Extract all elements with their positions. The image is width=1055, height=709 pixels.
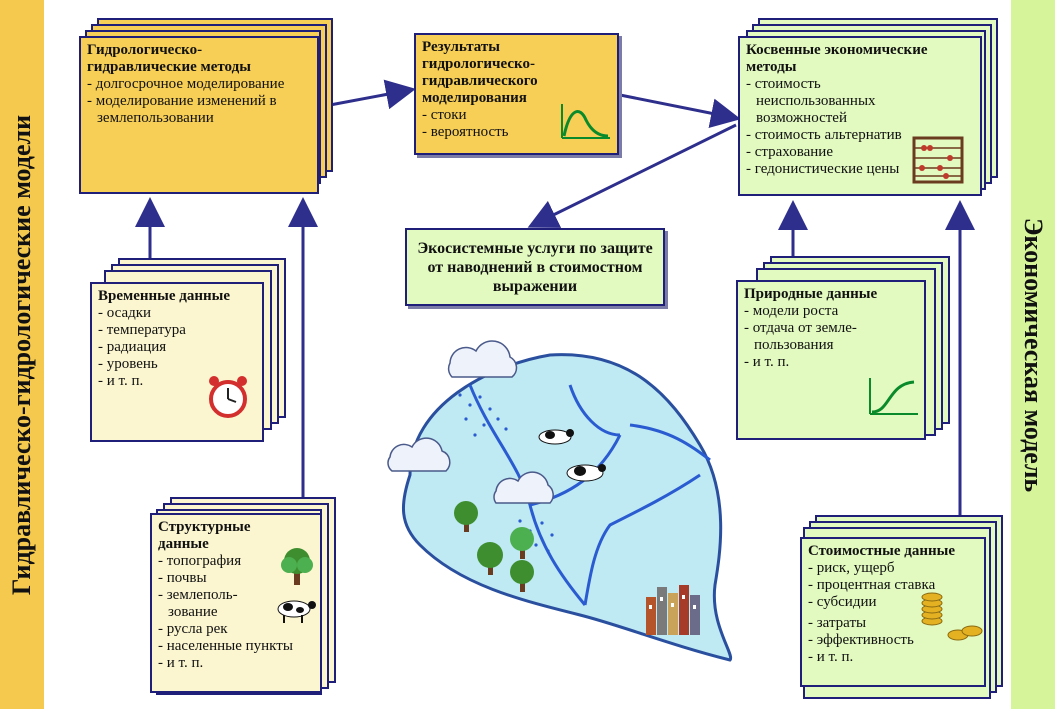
buildings-icon xyxy=(646,585,700,635)
arrow-econ-to-ecosystem xyxy=(527,123,737,228)
structural-data-list: топография почвы землеполь-зование русла… xyxy=(158,553,318,672)
cows xyxy=(538,429,606,482)
time-data-list: осадки температура радиация уровень и т.… xyxy=(98,305,256,390)
list-item: затраты xyxy=(808,615,978,632)
list-item: долгосрочное моделирование xyxy=(87,76,311,93)
coins-icon xyxy=(921,592,983,641)
hydro-methods-box: Гидрологическо-гидравлические методы дол… xyxy=(79,36,319,194)
hydro-methods-list: долгосрочное моделирование моделирование… xyxy=(87,76,311,127)
list-item: почвы xyxy=(158,570,318,587)
structural-data-title: Структурные данные xyxy=(158,519,251,552)
list-item: землеполь-зование xyxy=(158,587,268,621)
ecosystem-services-title: Экосистемные услуги по защите от наводне… xyxy=(417,239,653,295)
list-item: вероятность xyxy=(422,124,611,141)
hydro-methods-title: Гидрологическо-гидравлические методы xyxy=(87,42,251,75)
cost-data-box: Стоимостные данные риск, ущерб процентна… xyxy=(800,537,986,687)
natural-data-list: модели роста отдача от земле-пользования… xyxy=(744,303,874,371)
list-item: и т. п. xyxy=(98,373,256,390)
list-item: стоимость неиспользованных возможностей xyxy=(746,76,936,127)
list-item: эффективность xyxy=(808,632,978,649)
arrow-hydro-to-results xyxy=(329,79,416,110)
list-item: и т. п. xyxy=(158,655,318,672)
list-item: риск, ущерб xyxy=(808,560,978,577)
list-item: и т. п. xyxy=(808,649,978,666)
rain-drops xyxy=(458,393,554,553)
list-item: моделирование изменений в землепользован… xyxy=(87,93,311,127)
list-item: населенные пункты xyxy=(158,638,318,655)
list-item: топография xyxy=(158,553,318,570)
cost-data-list: риск, ущерб процентная ставка субсидии з… xyxy=(808,560,978,666)
list-item: страхование xyxy=(746,144,936,161)
distribution-curve-icon xyxy=(561,104,610,139)
econ-methods-list: стоимость неиспользованных возможностей … xyxy=(746,76,936,178)
list-item: русла рек xyxy=(158,621,318,638)
abacus-icon xyxy=(912,136,964,184)
clouds xyxy=(387,340,554,504)
list-item: отдача от земле-пользования xyxy=(744,320,874,354)
list-item: осадки xyxy=(98,305,256,322)
list-item: гедонистические цены xyxy=(746,161,936,178)
right-sidebar: Экономическая модель xyxy=(1011,0,1055,709)
ecosystem-services-box: Экосистемные услуги по защите от наводне… xyxy=(405,228,665,306)
list-item: радиация xyxy=(98,339,256,356)
list-item: процентная ставка xyxy=(808,577,978,594)
list-item: стоки xyxy=(422,107,611,124)
alarm-clock-icon xyxy=(209,376,247,418)
arrow-results-to-econ xyxy=(619,93,741,129)
econ-methods-box: Косвенные экономические методы стоимость… xyxy=(738,36,982,196)
econ-methods-title: Косвенные экономические методы xyxy=(746,42,928,75)
cost-data-title: Стоимостные данные xyxy=(808,543,955,559)
trees xyxy=(454,501,534,592)
list-item: субсидии xyxy=(808,594,978,611)
time-data-box: Временные данные осадки температура ради… xyxy=(90,282,264,442)
list-item: уровень xyxy=(98,356,256,373)
growth-curve-icon xyxy=(869,378,918,415)
results-title: Результаты гидрологическо-гидравлическог… xyxy=(422,39,538,106)
structural-data-box: Структурные данные топография почвы земл… xyxy=(150,513,322,693)
left-sidebar: Гидравлическо-гидрологические модели xyxy=(0,0,44,709)
list-item: и т. п. xyxy=(744,354,874,371)
cow-icon xyxy=(277,600,316,623)
list-item: температура xyxy=(98,322,256,339)
list-item: модели роста xyxy=(744,303,874,320)
list-item: стоимость альтернатив xyxy=(746,127,936,144)
results-list: стоки вероятность xyxy=(422,107,611,141)
results-box: Результаты гидрологическо-гидравлическог… xyxy=(414,33,619,155)
time-data-title: Временные данные xyxy=(98,288,231,304)
natural-data-title: Природные данные xyxy=(744,286,878,302)
tree-icon xyxy=(281,548,313,585)
watershed-area xyxy=(401,353,733,662)
natural-data-box: Природные данные модели роста отдача от … xyxy=(736,280,926,440)
landscape-illustration xyxy=(387,340,733,662)
